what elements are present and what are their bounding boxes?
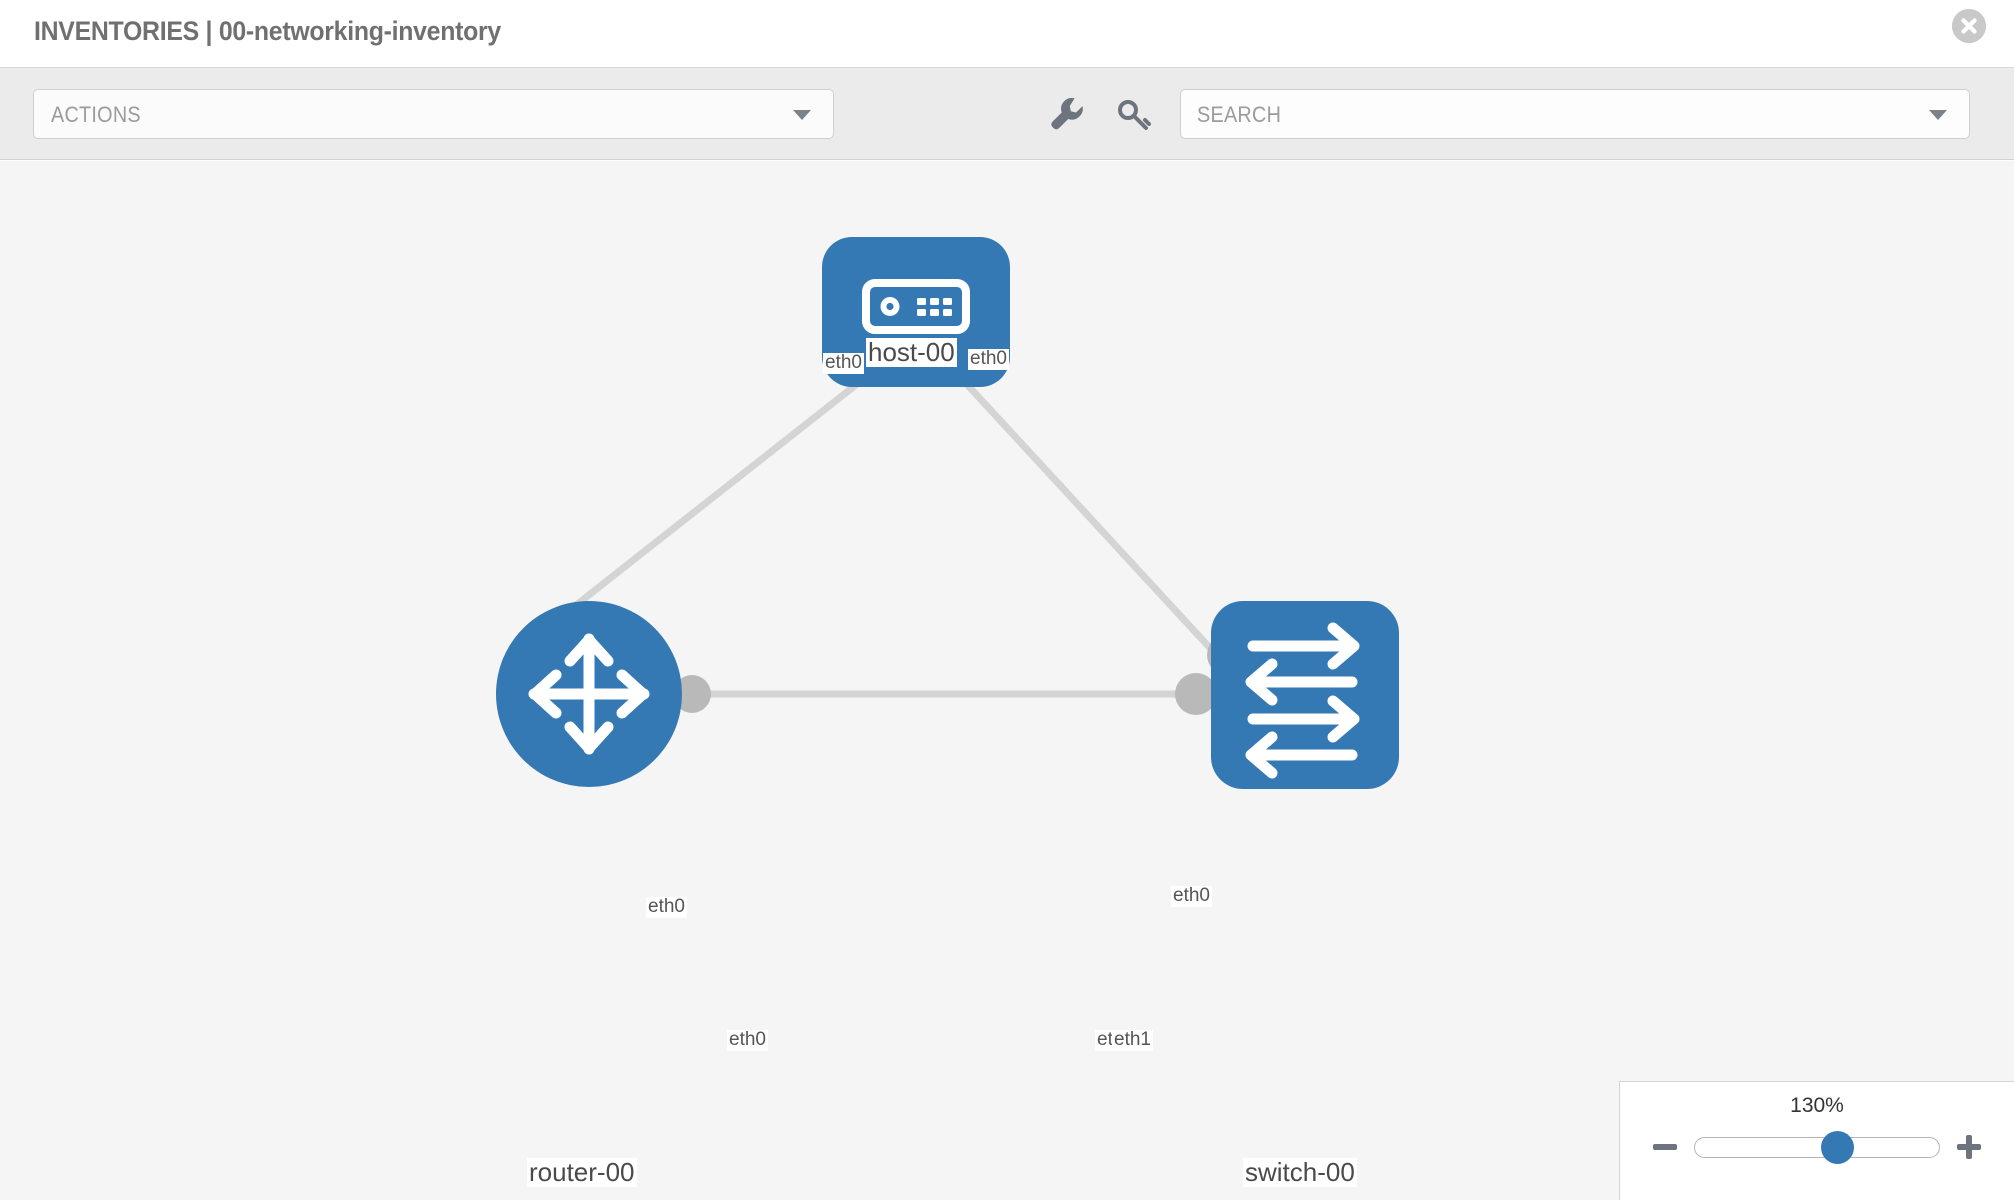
- chevron-down-icon: [793, 110, 811, 120]
- node-label-switch-00: switch-00: [1243, 1157, 1357, 1187]
- node-router-00[interactable]: [496, 601, 682, 787]
- iface-label-host00-left: eth0: [823, 352, 864, 374]
- switch-arrows-icon: [1245, 622, 1360, 779]
- zoom-in-button[interactable]: [1952, 1130, 1986, 1164]
- zoom-control: 130%: [1619, 1081, 2014, 1200]
- zoom-slider[interactable]: [1694, 1131, 1940, 1164]
- router-arrows-icon: [528, 633, 650, 755]
- iface-label-host00-right: eth0: [968, 348, 1009, 370]
- topology-canvas[interactable]: eth0 eth0 host-00 eth0 eth0 eth0 eth0 et…: [0, 161, 2014, 1200]
- iface-label-router00-uplink: eth0: [646, 896, 687, 918]
- server-icon: [862, 279, 970, 334]
- port-switch00-left[interactable]: [1175, 673, 1217, 715]
- close-icon[interactable]: [1952, 9, 1986, 43]
- node-switch-00[interactable]: [1211, 601, 1399, 789]
- page-header: INVENTORIES | 00-networking-inventory: [0, 0, 2014, 68]
- iface-label-switch00-eth1: eth1: [1112, 1029, 1153, 1051]
- zoom-percent-label: 130%: [1790, 1094, 1844, 1117]
- page-title: INVENTORIES | 00-networking-inventory: [34, 16, 501, 46]
- toolbar: ACTIONS SEARCH: [0, 68, 2014, 160]
- link-host00-switch00[interactable]: [947, 363, 1225, 664]
- iface-label-router00-eth0: eth0: [727, 1029, 768, 1051]
- actions-dropdown-label: ACTIONS: [51, 102, 141, 127]
- search-input[interactable]: SEARCH: [1180, 89, 1970, 139]
- iface-label-switch00-uplink: eth0: [1171, 885, 1212, 907]
- zoom-slider-handle[interactable]: [1821, 1131, 1854, 1164]
- node-label-host-00: host-00: [866, 337, 957, 367]
- node-label-router-00: router-00: [527, 1157, 637, 1187]
- chevron-down-icon[interactable]: [1929, 110, 1947, 120]
- topology-ports: [673, 334, 1249, 715]
- port-router00-right[interactable]: [673, 675, 711, 713]
- actions-dropdown[interactable]: ACTIONS: [33, 89, 834, 139]
- search-placeholder: SEARCH: [1197, 102, 1282, 127]
- zoom-slider-row: [1620, 1130, 2014, 1170]
- key-icon[interactable]: [1112, 92, 1156, 136]
- wrench-icon[interactable]: [1044, 92, 1088, 136]
- topology-graph: [496, 237, 1399, 789]
- zoom-out-button[interactable]: [1648, 1130, 1682, 1164]
